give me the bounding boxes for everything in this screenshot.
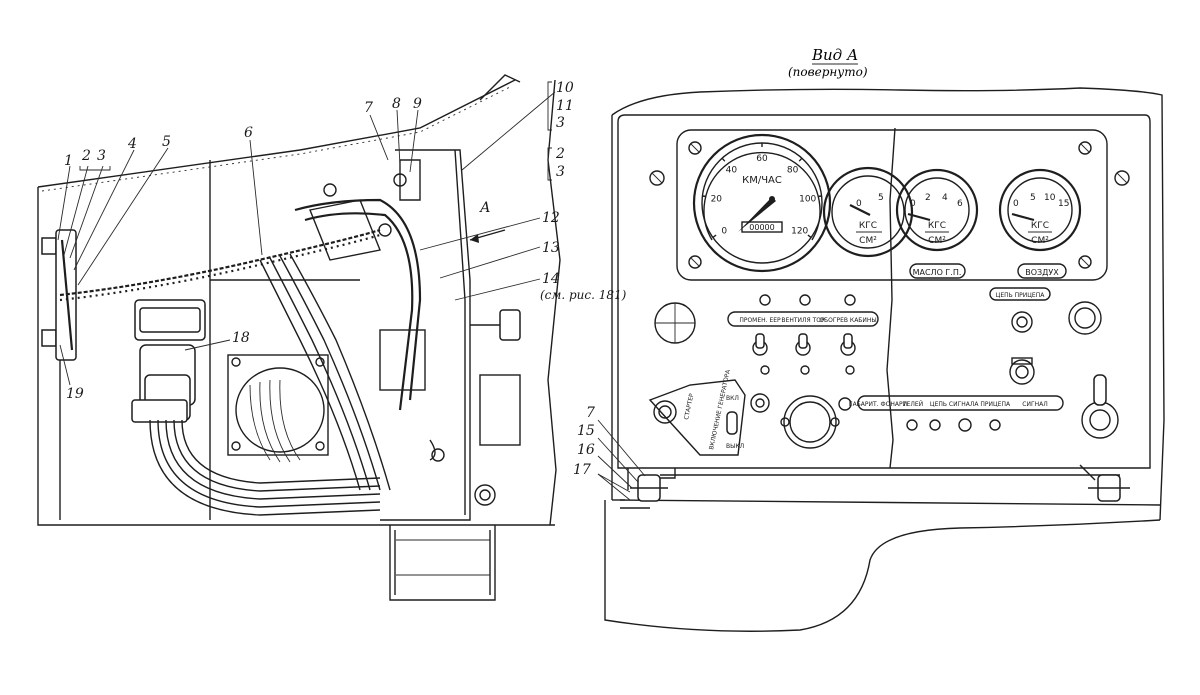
plate-top-3: ОБОГРЕВ КАБИНЫ	[819, 317, 876, 324]
label-arrow-a: А	[479, 200, 491, 216]
gauge-air-unit-top: КГС	[1031, 221, 1049, 231]
gauge-small-tick-0: 0	[856, 199, 862, 209]
callout-4: 4	[127, 136, 137, 152]
callout-2: 2	[81, 148, 91, 164]
gauge-small-unit-top: КГС	[859, 221, 877, 231]
toggle-row: ПРОМЕН. ЕЕР ВЕНТИЛЯ ТОР ОБОГРЕВ КАБИНЫ	[727, 294, 879, 375]
callout-6: 6	[244, 125, 253, 141]
panel-section	[294, 149, 521, 521]
speedometer-tick-mark	[807, 234, 812, 238]
gauge-oil-tick-2: 2	[925, 193, 931, 203]
callout-3c: 3	[556, 164, 565, 180]
gauge-oil-plate: МАСЛО Г.П.	[913, 268, 962, 277]
speedometer-tick-mark	[817, 195, 822, 198]
speedometer-unit: КМ/ЧАС	[742, 175, 782, 186]
plate-bottom-1: ГАБАРИТ. ФОНАРИ	[849, 401, 907, 408]
callout-2b: 2	[555, 146, 565, 162]
callout-15: 15	[577, 423, 595, 439]
speedometer-tick-label: 80	[787, 166, 799, 176]
generator-switch[interactable]	[726, 411, 738, 435]
gauge-small: 0 5 КГС СМ²	[822, 166, 914, 258]
gauge-air: 0 5 10 15 КГС СМ² ВОЗДУХ	[998, 168, 1082, 279]
wiring-harness	[149, 253, 391, 516]
callout-5: 5	[162, 134, 171, 150]
view-a-subtitle: (повернуто)	[788, 65, 868, 79]
plate-bottom-3: ЦЕПЬ СИГНАЛА ПРИЦЕПА	[930, 401, 1011, 408]
ribbed-device	[227, 354, 329, 463]
callout-9: 9	[413, 96, 422, 112]
speedometer-tick-label: 40	[726, 166, 738, 176]
toggle-3[interactable]	[840, 333, 856, 356]
gauge-air-tick-15: 15	[1058, 199, 1069, 209]
speedometer-tick-mark	[798, 157, 803, 162]
gauge-oil-unit-bottom: СМ²	[928, 236, 946, 246]
callout-14: 14	[542, 271, 560, 287]
round-socket	[780, 395, 840, 449]
callout-13: 13	[542, 240, 560, 256]
callout-3b: 3	[556, 115, 565, 131]
toggle-2[interactable]	[795, 333, 811, 356]
leader-lines-right	[597, 419, 646, 501]
gauge-air-plate: ВОЗДУХ	[1025, 268, 1059, 277]
callout-17: 17	[573, 462, 591, 478]
callout-14-ref: (см. рис. 181)	[540, 288, 627, 302]
callout-19: 19	[66, 386, 84, 402]
starter-block: СТАРТЕР ВКЛЮЧЕНИЕ ГЕНЕРАТОРА ВКЛ ВЫКЛ	[648, 368, 770, 456]
toggle-1[interactable]	[752, 333, 768, 356]
left-section-view: А 1 2 3 4 5 6 7 8 9 10	[37, 74, 627, 601]
callout-1: 1	[64, 153, 73, 169]
plate-bottom-4: СИГНАЛ	[1022, 401, 1047, 408]
plate-bottom-2: ТЕЛЕЙ	[902, 401, 923, 408]
callout-8: 8	[392, 96, 401, 112]
gauge-air-tick-5: 5	[1030, 193, 1036, 203]
callout-12: 12	[542, 210, 560, 226]
view-arrow-a: А	[469, 200, 506, 243]
gauge-air-tick-10: 10	[1044, 193, 1056, 203]
gauge-oil-tick-6: 6	[957, 199, 963, 209]
gauge-oil-tick-0: 0	[910, 199, 916, 209]
leader-lines-left	[57, 91, 556, 386]
plate-generator: ВКЛЮЧЕНИЕ ГЕНЕРАТОРА	[708, 368, 732, 450]
speedometer-tick-mark	[721, 157, 726, 162]
speedometer-ticks: 0 20 40 60 80 100 120	[702, 143, 822, 238]
gauge-oil: 0 2 4 6 КГС СМ² МАСЛО Г.П.	[895, 168, 979, 279]
gauge-small-unit-bottom: СМ²	[859, 236, 877, 246]
speedometer: 0 20 40 60 80 100 120 КМ/ЧАС 00000	[692, 133, 832, 273]
gauge-air-unit-bottom: СМ²	[1031, 236, 1049, 246]
odometer: 00000	[749, 223, 774, 232]
speedometer-tick-label: 0	[721, 226, 727, 236]
plate-top-1: ПРОМЕН. ЕЕР	[739, 317, 781, 324]
gauge-oil-unit-top: КГС	[928, 221, 946, 231]
gauge-small-tick-5: 5	[878, 193, 884, 203]
callout-18: 18	[232, 330, 250, 346]
switch-off-label: ВЫКЛ	[726, 443, 744, 450]
view-a-title: Вид А	[811, 46, 858, 64]
plate-right-top: ЦЕПЬ ПРИЦЕПА	[996, 292, 1046, 299]
callout-11: 11	[556, 98, 574, 114]
plate-top-2: ВЕНТИЛЯ ТОР	[781, 317, 825, 324]
speedometer-tick-label: 20	[711, 195, 723, 205]
callout-10: 10	[556, 80, 574, 96]
lower-plates: ГАБАРИТ. ФОНАРИ ТЕЛЕЙ ЦЕПЬ СИГНАЛА ПРИЦЕ…	[838, 374, 1119, 439]
callout-7: 7	[364, 100, 373, 116]
callout-3: 3	[97, 148, 106, 164]
speedometer-tick-label: 120	[791, 226, 808, 236]
callout-16: 16	[577, 442, 595, 458]
speedometer-tick-label: 60	[756, 154, 768, 164]
callout-7b: 7	[586, 405, 595, 421]
switch-on-label: ВКЛ	[726, 395, 739, 402]
speedometer-tick-label: 100	[799, 195, 816, 205]
gauge-oil-tick-4: 4	[942, 193, 948, 203]
gauge-air-tick-0: 0	[1013, 199, 1019, 209]
speedometer-tick-mark	[702, 195, 707, 198]
speedometer-tick-mark	[712, 234, 717, 238]
plate-starter: СТАРТЕР	[683, 393, 695, 421]
